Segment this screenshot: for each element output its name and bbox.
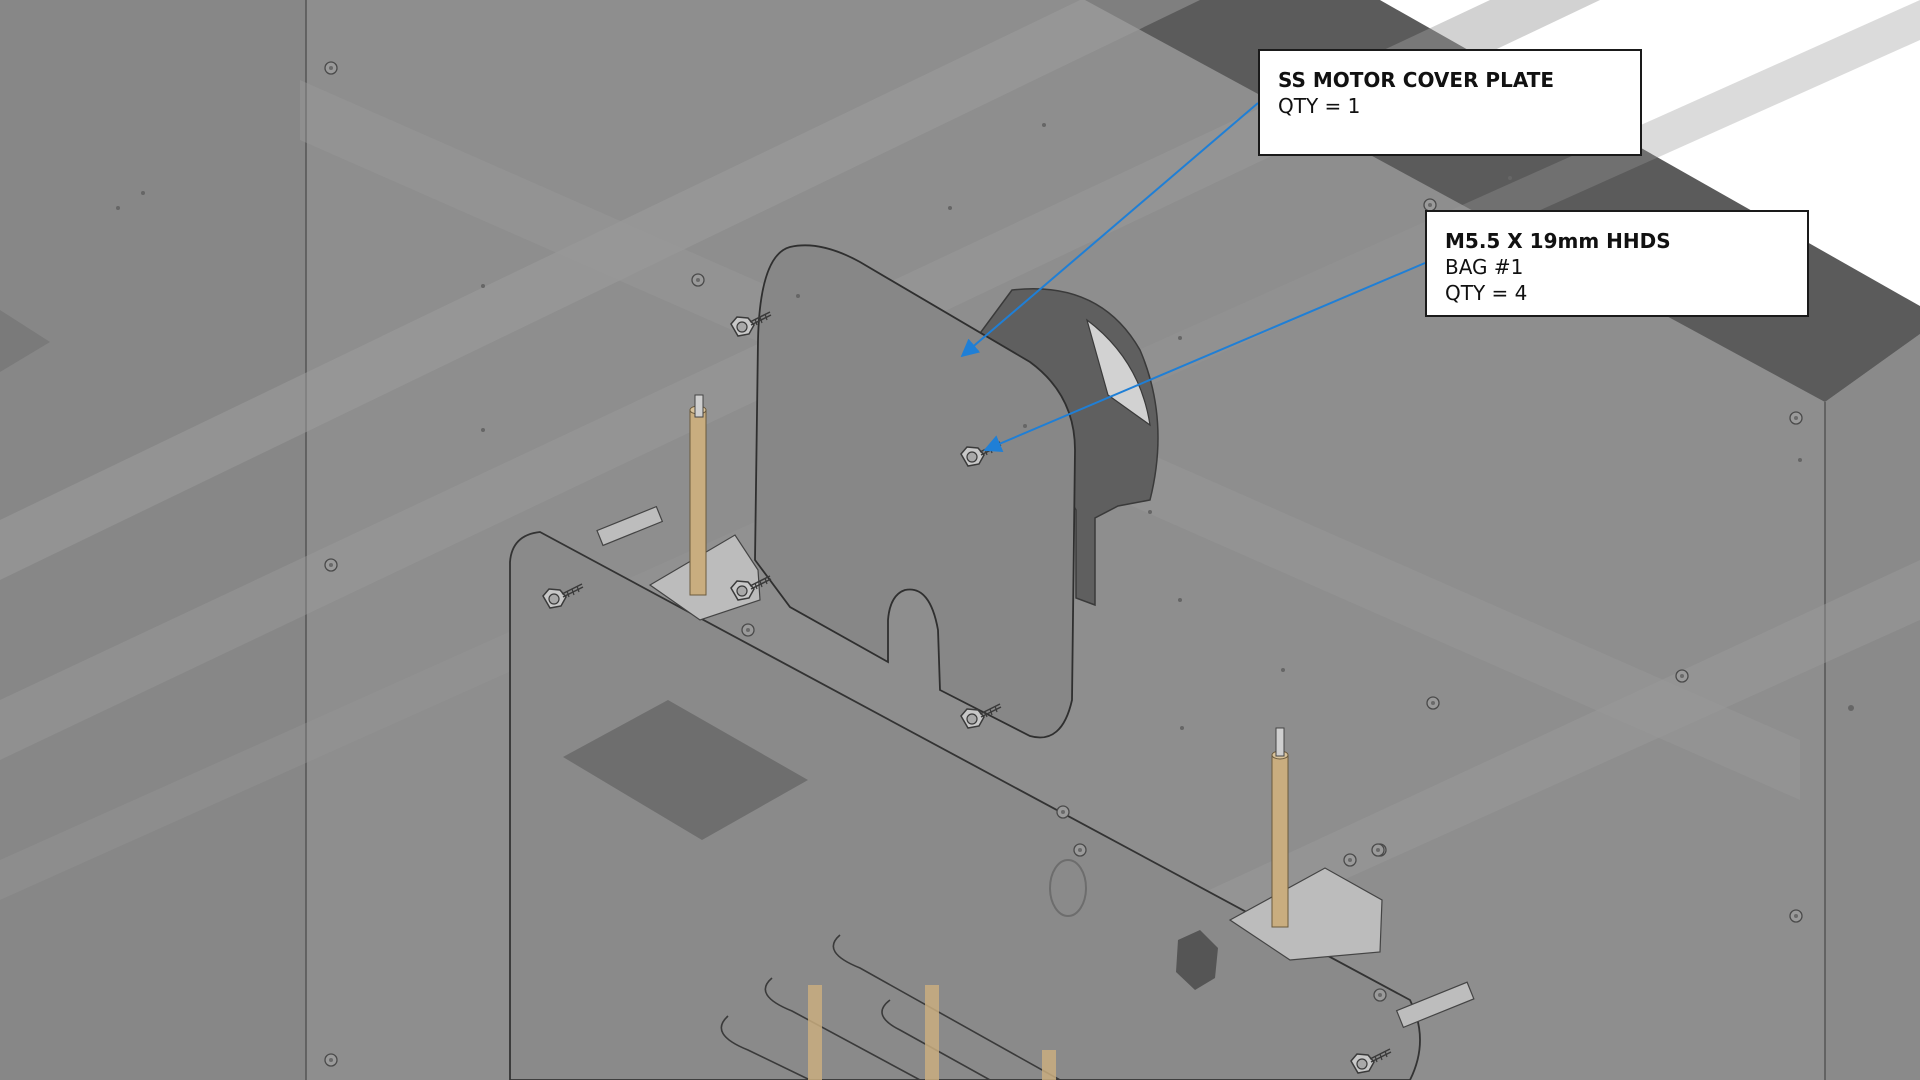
hex-opening [1176, 930, 1218, 990]
motor-cover-plate [754, 244, 1076, 739]
coil-rod-2 [925, 985, 939, 1080]
heater-coils [720, 934, 1061, 1080]
callout-screw-qty: QTY = 4 [1445, 281, 1528, 305]
leader-motor-cover-plate [960, 102, 1259, 358]
left-notch [0, 310, 50, 372]
standoff-right [1271, 754, 1289, 928]
shaft-right [1395, 981, 1475, 1029]
callout-motor-title: SS MOTOR COVER PLATE [1278, 68, 1555, 92]
round-opening [1049, 859, 1087, 917]
callout-screw-title: M5.5 X 19mm HHDS [1445, 229, 1671, 253]
standoff-left-tab [694, 394, 704, 418]
standoff-right-tab [1275, 727, 1285, 757]
callout-motor-cover-plate: SS MOTOR COVER PLATE QTY = 1 [1258, 49, 1642, 156]
callout-screw-bag: BAG #1 [1445, 255, 1524, 279]
frame-band-1 [0, 0, 1200, 580]
standoff-left [689, 409, 707, 596]
coil-rod-1 [808, 985, 822, 1080]
bracket-cutout [563, 700, 808, 840]
callout-screw: M5.5 X 19mm HHDS BAG #1 QTY = 4 [1425, 210, 1809, 317]
motor-opening [1085, 318, 1151, 427]
leader-screw [983, 262, 1426, 452]
small-holes [116, 123, 1854, 730]
left-panel [0, 0, 306, 1080]
callout-motor-qty: QTY = 1 [1278, 94, 1361, 118]
coil-rod-3 [1042, 1050, 1056, 1080]
standoff-bracket-right [1228, 867, 1383, 961]
right-frame [1825, 334, 1920, 1080]
shaft-left [596, 505, 664, 547]
